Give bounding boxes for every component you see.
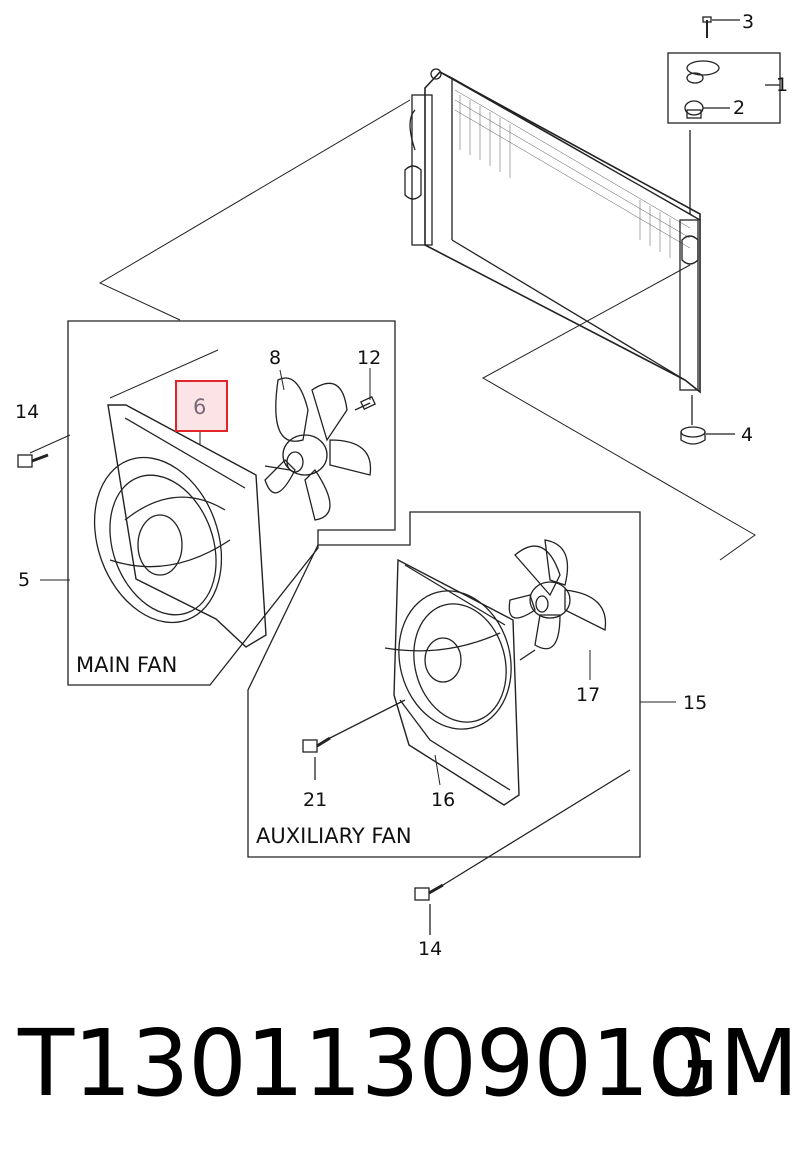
auxiliary-fan-label: AUXILIARY FAN — [256, 824, 412, 848]
main-fan-label: MAIN FAN — [76, 653, 177, 677]
main-fan-shroud — [93, 404, 267, 648]
main-fan-motor — [264, 377, 376, 521]
auxiliary-fan-motor — [508, 539, 607, 661]
upper-mount-assembly — [667, 16, 781, 124]
callout-1: 1 — [776, 74, 788, 96]
brand-label: GM — [648, 1010, 799, 1117]
auxiliary-fan-box — [247, 511, 641, 858]
callout-14-upper: 14 — [15, 401, 39, 423]
lower-mount — [680, 426, 735, 445]
part-number: T13011309010 — [18, 1010, 707, 1117]
guide-lines — [29, 99, 756, 703]
bolts — [17, 453, 631, 935]
callout-6: 6 — [193, 395, 206, 419]
highlight-box — [175, 380, 228, 432]
main-fan-box — [67, 320, 396, 686]
callout-leaders — [199, 368, 591, 786]
callout-17: 17 — [576, 684, 600, 706]
bolt-14-upper — [17, 453, 49, 468]
bolt-14-lower — [414, 769, 631, 901]
callout-8: 8 — [269, 347, 281, 369]
callout-21: 21 — [303, 789, 327, 811]
callout-15: 15 — [683, 692, 707, 714]
callout-4: 4 — [741, 424, 753, 446]
callout-16: 16 — [431, 789, 455, 811]
callout-2: 2 — [733, 97, 745, 119]
radiator — [404, 68, 701, 425]
bolt-21 — [302, 699, 406, 753]
parts-diagram: 3 1 2 4 8 12 6 14 5 17 15 21 16 14 MAIN … — [15, 11, 788, 960]
callout-12: 12 — [357, 347, 381, 369]
callout-14-lower: 14 — [418, 938, 442, 960]
callout-3: 3 — [742, 11, 754, 33]
callout-5: 5 — [18, 569, 30, 591]
auxiliary-fan-shroud — [384, 558, 520, 806]
